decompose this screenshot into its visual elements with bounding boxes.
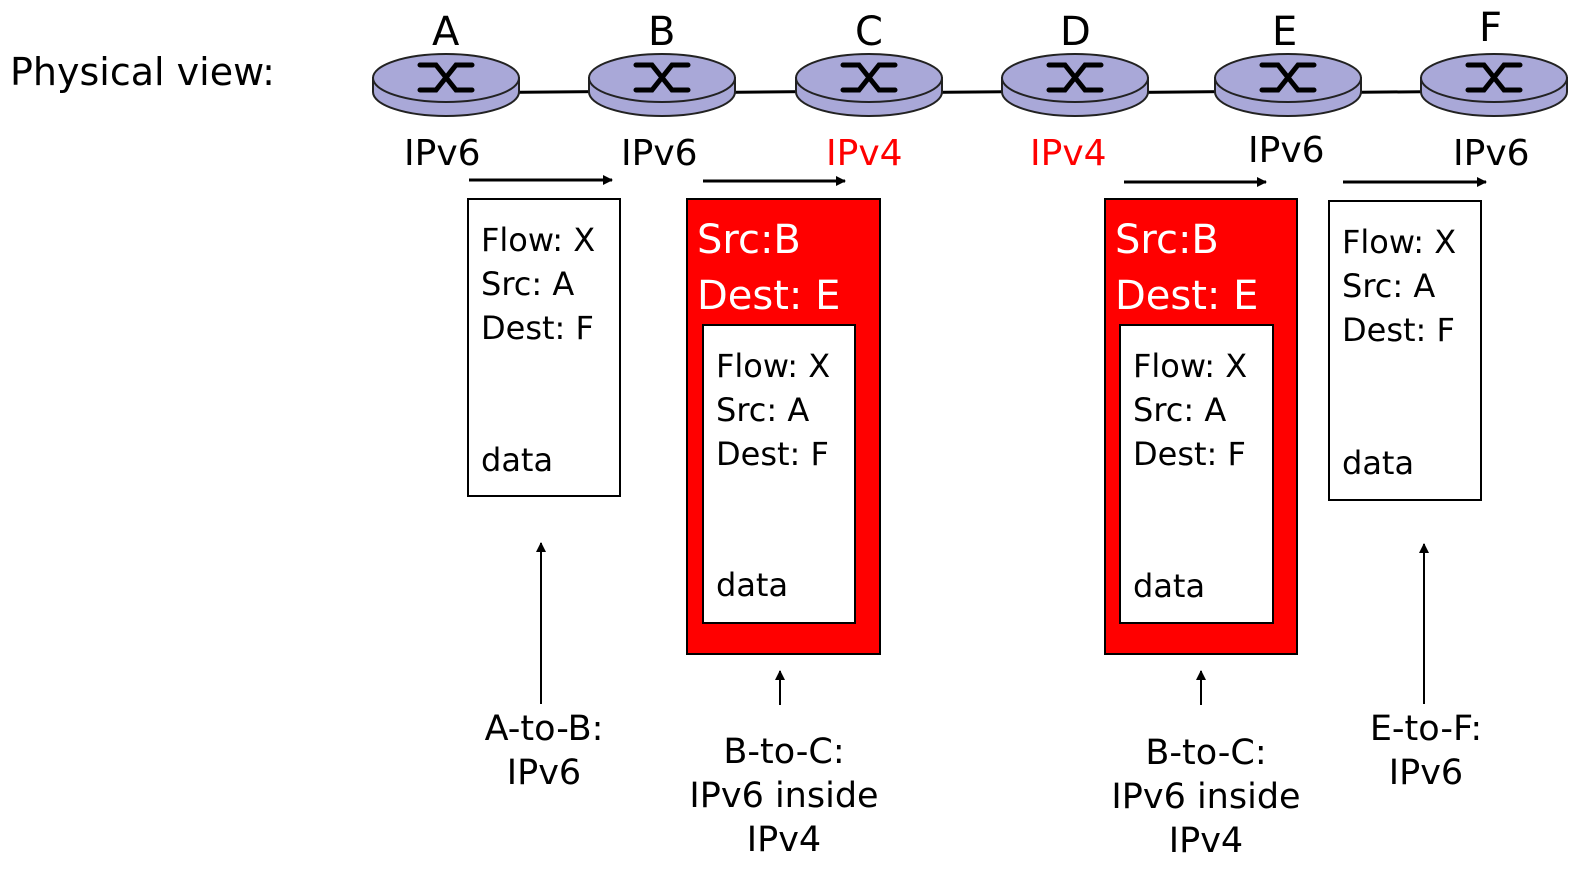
caption-b-to-c: B-to-C: IPv6 inside IPv4 <box>664 730 904 862</box>
caption-line: IPv6 <box>1388 753 1464 793</box>
caption-a-to-b: A-to-B: IPv6 <box>454 707 634 795</box>
node-label-a: A <box>432 9 460 55</box>
node-version-c: IPv4 <box>826 133 903 174</box>
node-version-f: IPv6 <box>1453 133 1530 174</box>
packet-flow: Flow: X <box>481 221 596 259</box>
tunnel-dest: Dest: E <box>1115 273 1259 319</box>
view-title: Physical view: <box>10 50 275 94</box>
packet-data: data <box>1342 444 1415 482</box>
router-icon-a <box>372 53 520 117</box>
caption-line: B-to-C: <box>723 732 845 772</box>
inner-ipv6-packet: Flow: X Src: A Dest: F data <box>1119 324 1274 624</box>
packet-data: data <box>1133 567 1206 605</box>
node-label-d: D <box>1060 9 1091 55</box>
node-version-a: IPv6 <box>404 133 481 174</box>
caption-line: IPv4 <box>1168 821 1244 861</box>
packet-src: Src: A <box>481 265 575 303</box>
tunnel-src: Src:B <box>1115 217 1219 263</box>
node-version-e: IPv6 <box>1248 130 1325 171</box>
node-label-c: C <box>855 9 883 55</box>
router-icon-d <box>1001 53 1149 117</box>
packet-a-to-b: Flow: X Src: A Dest: F data <box>467 198 621 497</box>
caption-line: IPv6 inside <box>689 776 879 816</box>
packet-src: Src: A <box>716 391 810 429</box>
packet-flow: Flow: X <box>1133 347 1248 385</box>
node-label-f: F <box>1479 5 1503 51</box>
router-icon-f <box>1420 53 1568 117</box>
packet-flow: Flow: X <box>716 347 831 385</box>
tunnel-src: Src:B <box>697 217 801 263</box>
caption-e-to-f: E-to-F: IPv6 <box>1336 707 1516 795</box>
inner-ipv6-packet: Flow: X Src: A Dest: F data <box>702 324 856 624</box>
caption-line: E-to-F: <box>1369 709 1483 749</box>
node-label-e: E <box>1272 9 1298 55</box>
router-icon-b <box>588 53 736 117</box>
router-icon-e <box>1214 53 1362 117</box>
packet-dest: Dest: F <box>1133 435 1246 473</box>
caption-line: B-to-C: <box>1145 733 1267 773</box>
packet-data: data <box>481 441 554 479</box>
node-version-d: IPv4 <box>1030 133 1107 174</box>
node-version-b: IPv6 <box>621 133 698 174</box>
node-label-b: B <box>648 9 676 55</box>
packet-data: data <box>716 566 789 604</box>
router-icon-c <box>795 53 943 117</box>
packet-flow: Flow: X <box>1342 223 1457 261</box>
caption-line: IPv4 <box>746 820 822 860</box>
packet-e-to-f: Flow: X Src: A Dest: F data <box>1328 200 1482 501</box>
caption-line: A-to-B: <box>484 709 604 749</box>
caption-line: IPv6 <box>506 753 582 793</box>
caption-line: IPv6 inside <box>1111 777 1301 817</box>
packet-src: Src: A <box>1133 391 1227 429</box>
caption-b-to-c-second: B-to-C: IPv6 inside IPv4 <box>1086 731 1326 863</box>
packet-dest: Dest: F <box>481 309 594 347</box>
packet-src: Src: A <box>1342 267 1436 305</box>
packet-dest: Dest: F <box>716 435 829 473</box>
packet-dest: Dest: F <box>1342 311 1455 349</box>
tunnel-dest: Dest: E <box>697 273 841 319</box>
